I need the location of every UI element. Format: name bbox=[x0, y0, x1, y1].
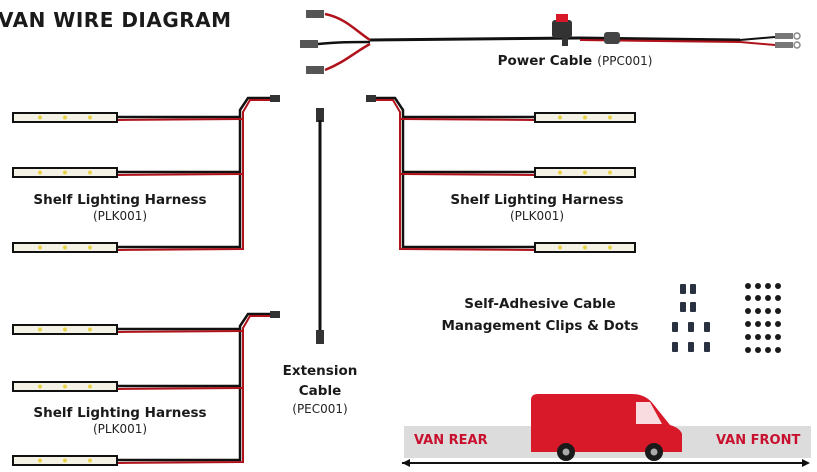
shelf-harness-right bbox=[366, 95, 636, 253]
harness-name: Shelf Lighting Harness bbox=[33, 192, 207, 208]
van-arrow bbox=[402, 459, 810, 467]
extension-code: (PEC001) bbox=[292, 402, 348, 417]
led-strip bbox=[12, 242, 118, 253]
harness-code: (PLK001) bbox=[92, 421, 148, 436]
power-cable-name: Power Cable bbox=[497, 53, 593, 69]
van-rear-label: VAN REAR bbox=[414, 433, 488, 448]
extension-cable-label: Extension Cable (PEC001) bbox=[270, 362, 370, 419]
shelf-harness-right-label: Shelf Lighting Harness (PLK001) bbox=[437, 192, 637, 224]
led-strip bbox=[534, 242, 636, 253]
van-front-label: VAN FRONT bbox=[716, 433, 801, 448]
harness-code: (PLK001) bbox=[92, 208, 148, 223]
led-strip bbox=[12, 167, 118, 178]
led-strip bbox=[534, 167, 636, 178]
led-strip bbox=[12, 112, 118, 123]
clips-line1: Self-Adhesive Cable bbox=[464, 296, 616, 312]
extension-cable bbox=[316, 108, 324, 344]
extension-name-line2: Cable bbox=[298, 382, 342, 399]
page-title: VAN WIRE DIAGRAM bbox=[0, 8, 232, 32]
harness-name: Shelf Lighting Harness bbox=[450, 192, 624, 208]
led-strip bbox=[12, 381, 118, 392]
shelf-harness-left-bottom-label: Shelf Lighting Harness (PLK001) bbox=[20, 405, 220, 437]
led-strip bbox=[12, 324, 118, 335]
power-cable bbox=[300, 10, 801, 74]
shelf-harness-left-bottom bbox=[12, 311, 280, 466]
led-strip bbox=[12, 455, 118, 466]
adhesive-dots-icon bbox=[745, 283, 781, 353]
clips-label: Self-Adhesive Cable Management Clips & D… bbox=[430, 294, 650, 337]
power-cable-code: (PPC001) bbox=[597, 54, 653, 68]
van-icon bbox=[531, 394, 682, 461]
cable-clips-icon bbox=[672, 284, 710, 352]
harness-name: Shelf Lighting Harness bbox=[33, 405, 207, 421]
clips-line2: Management Clips & Dots bbox=[441, 317, 639, 334]
harness-code: (PLK001) bbox=[509, 208, 565, 223]
led-strip bbox=[534, 112, 636, 123]
extension-name-line1: Extension bbox=[282, 363, 358, 379]
power-cable-label: Power Cable (PPC001) bbox=[480, 50, 670, 70]
shelf-harness-left-top bbox=[12, 95, 280, 253]
shelf-harness-left-top-label: Shelf Lighting Harness (PLK001) bbox=[20, 192, 220, 224]
